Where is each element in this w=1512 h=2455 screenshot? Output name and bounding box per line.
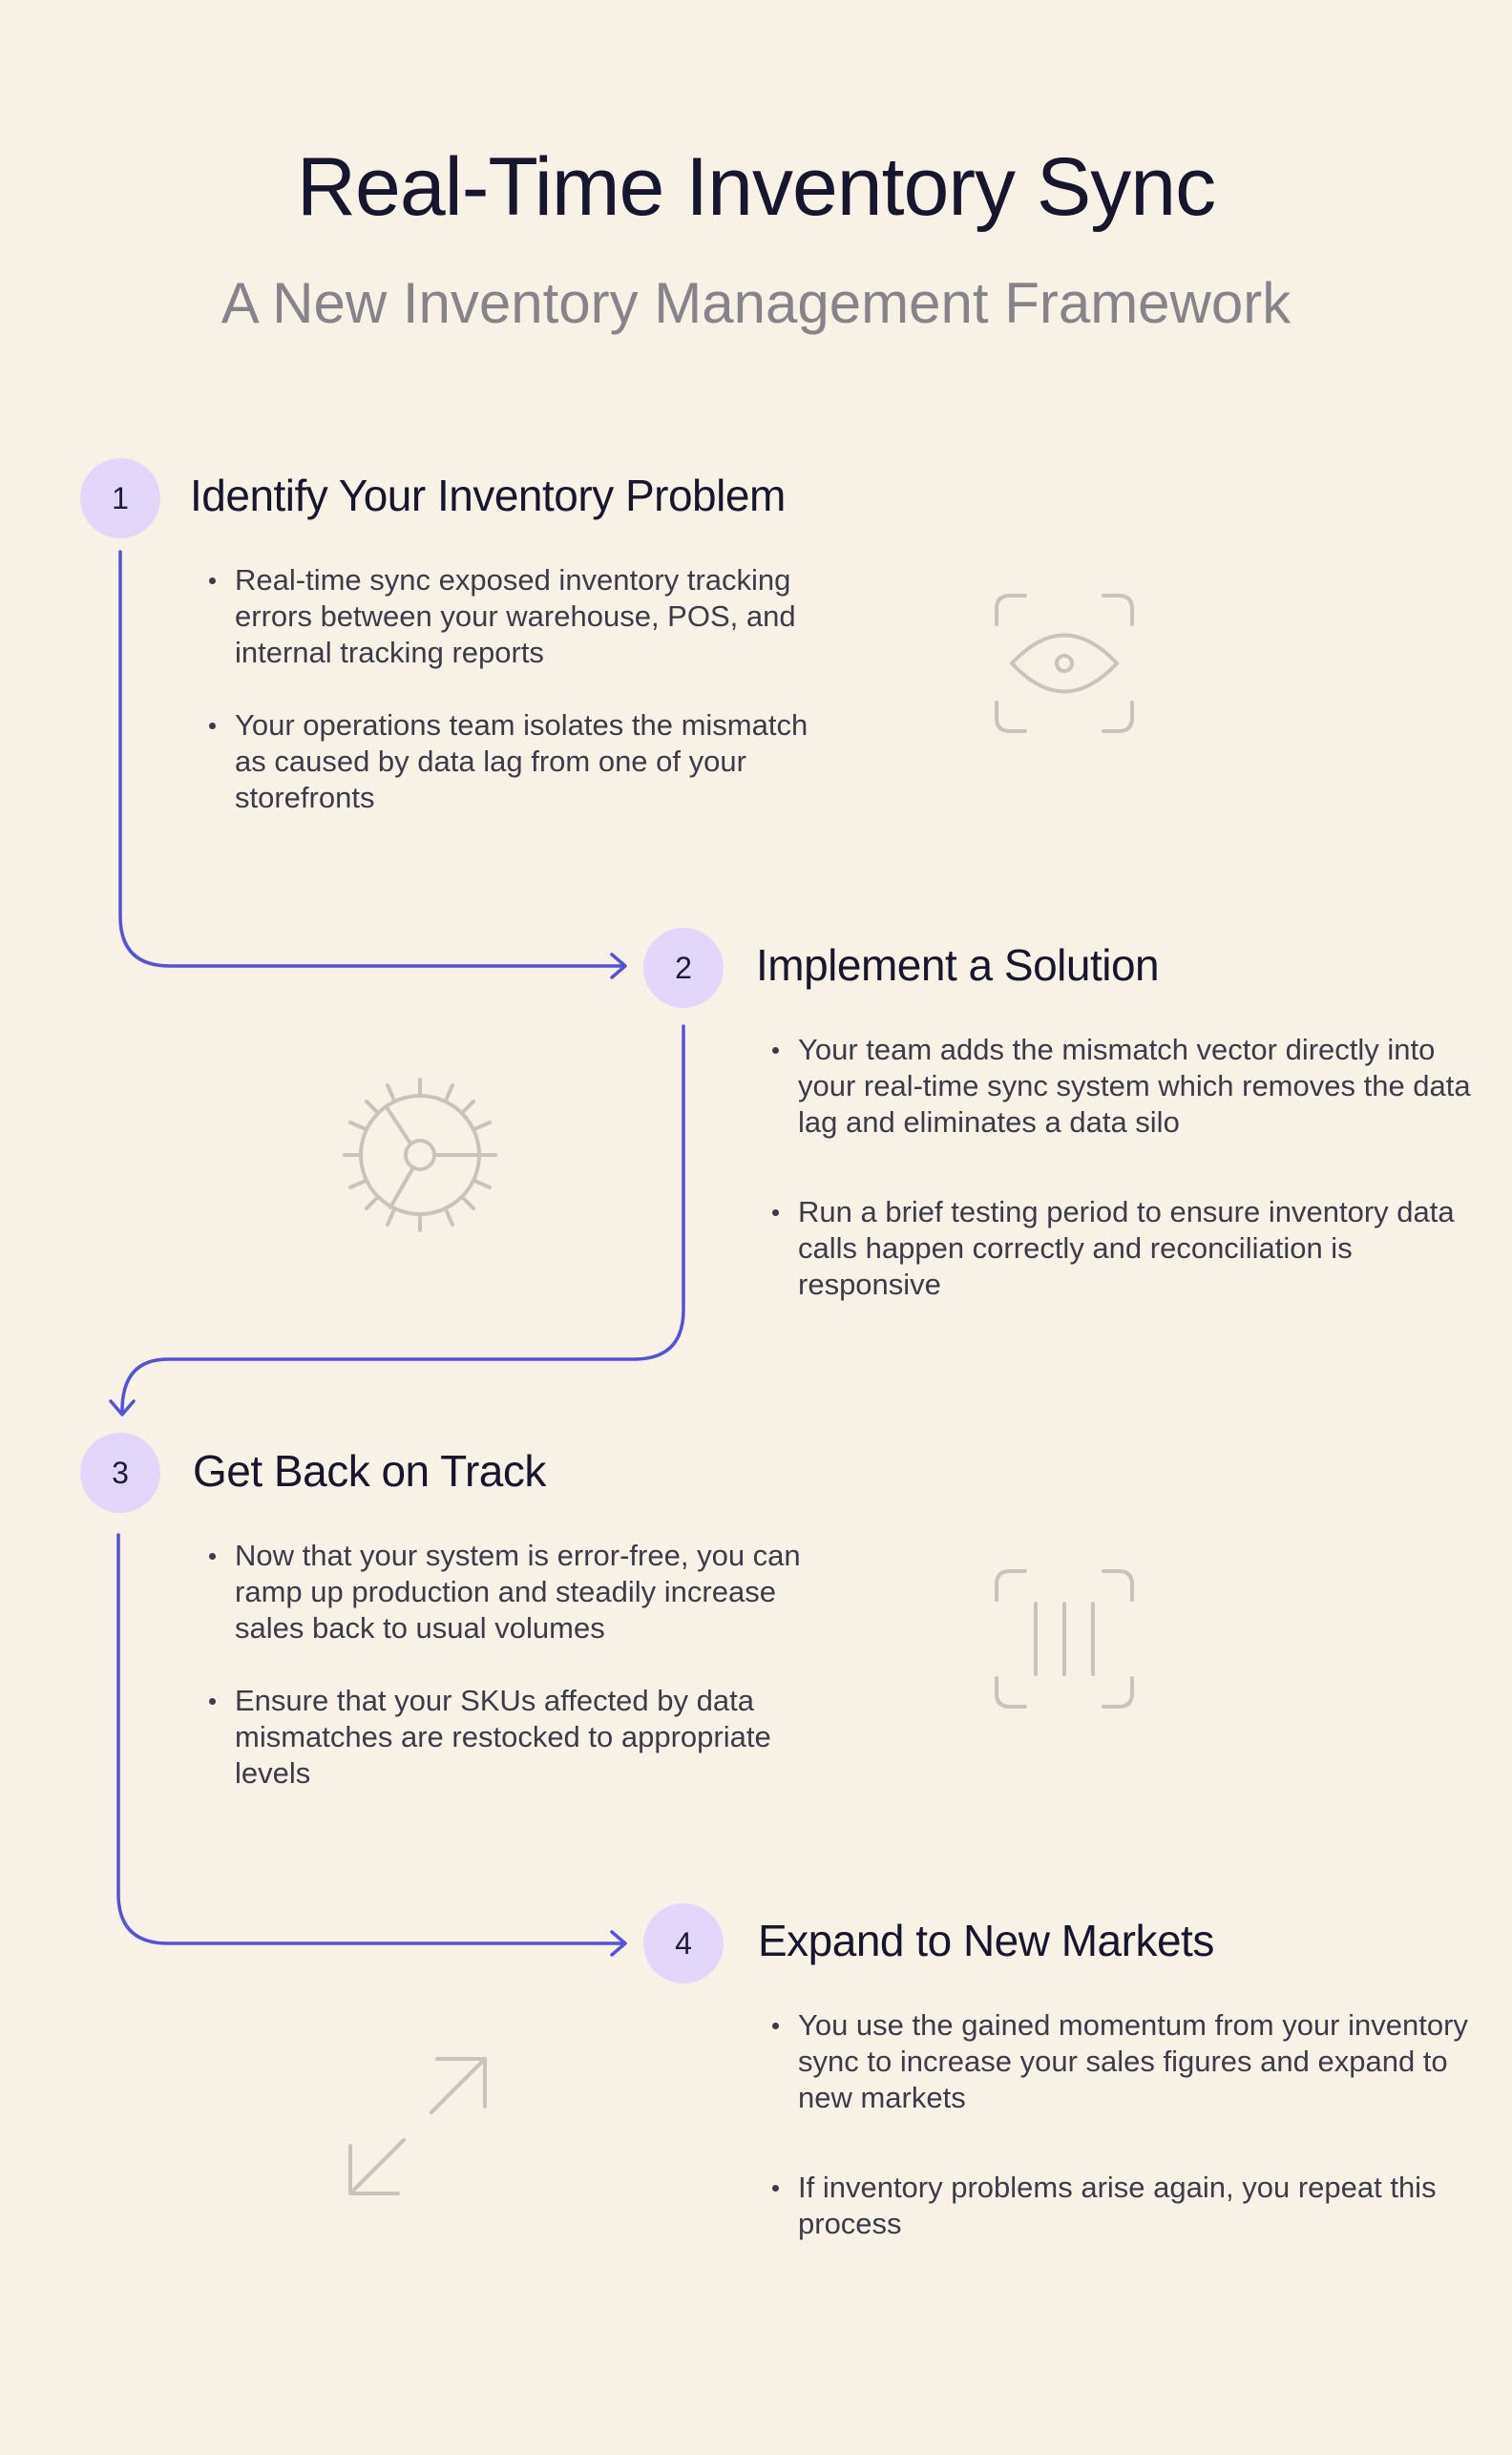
step-2-number-badge: 2	[643, 928, 724, 1008]
step-4-bullet-list: You use the gained momentum from your in…	[769, 2007, 1495, 2242]
connector-2-to-3	[120, 1024, 685, 1413]
step-1-bullet-list: Real-time sync exposed inventory trackin…	[206, 562, 846, 816]
eye-scan-icon	[995, 594, 1134, 733]
page-title: Real-Time Inventory Sync	[296, 141, 1216, 233]
step-2-bullet-list: Your team adds the mismatch vector direc…	[769, 1032, 1495, 1303]
step-1-title: Identify Your Inventory Problem	[190, 471, 786, 520]
step-3-bullet-1: Now that your system is error-free, you …	[209, 1538, 846, 1647]
connector-3-to-4-arrowhead	[610, 1930, 627, 1957]
step-1-number-badge: 1	[80, 458, 160, 538]
step-3-bullet-list: Now that your system is error-free, you …	[206, 1538, 846, 1792]
connector-3-to-4	[116, 1533, 626, 1945]
connector-1-to-2-arrowhead	[610, 953, 627, 979]
step-4-title: Expand to New Markets	[758, 1916, 1214, 1965]
gear-icon	[343, 1078, 497, 1232]
page-subtitle: A New Inventory Management Framework	[220, 271, 1292, 335]
step-4-bullet-1: You use the gained momentum from your in…	[772, 2007, 1495, 2116]
expand-arrows-icon	[348, 2057, 487, 2195]
step-3-number-badge: 3	[80, 1433, 160, 1513]
step-3-title: Get Back on Track	[193, 1446, 546, 1496]
connector-2-to-3-arrowhead	[109, 1399, 136, 1416]
connector-1-to-2	[118, 550, 626, 968]
step-3-bullet-2: Ensure that your SKUs affected by data m…	[209, 1683, 846, 1792]
step-2-title: Implement a Solution	[756, 940, 1160, 990]
step-1-bullet-1: Real-time sync exposed inventory trackin…	[209, 562, 846, 671]
step-4-number-badge: 4	[643, 1903, 724, 1983]
step-4-bullet-2: If inventory problems arise again, you r…	[772, 2170, 1495, 2242]
step-1-bullet-2: Your operations team isolates the mismat…	[209, 707, 846, 816]
step-2-bullet-2: Run a brief testing period to ensure inv…	[772, 1194, 1495, 1303]
barcode-scan-icon	[995, 1569, 1134, 1709]
step-2-bullet-1: Your team adds the mismatch vector direc…	[772, 1032, 1495, 1141]
